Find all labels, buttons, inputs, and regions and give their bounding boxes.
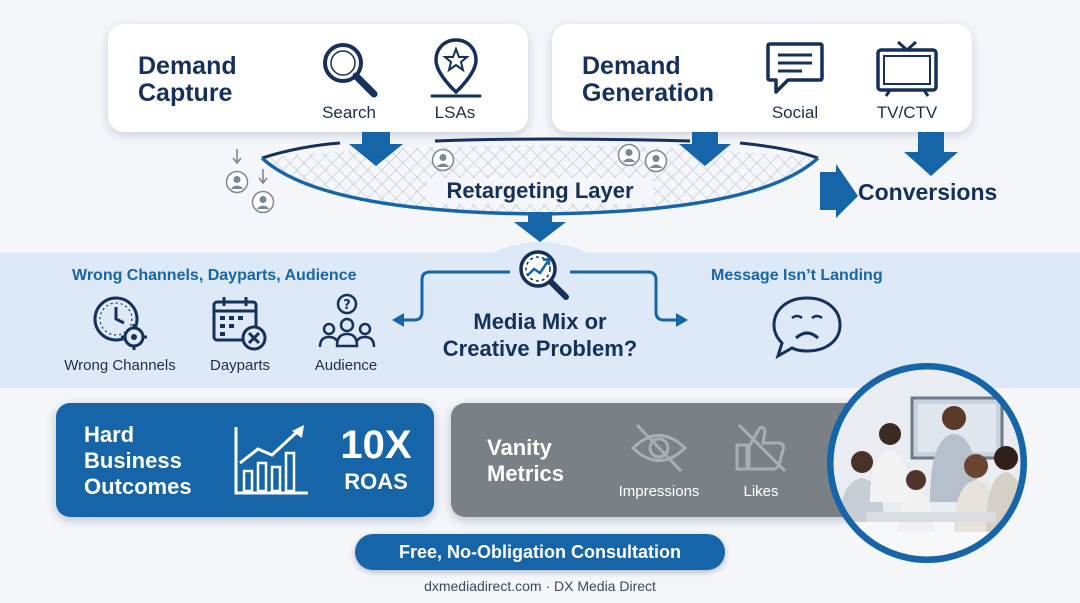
social-label: Social [771,103,819,122]
wrong-channels-heading: Wrong Channels, Dayparts, Audience [72,267,357,284]
user-icon [644,149,668,173]
conversions-label: Conversions [858,179,998,205]
magnifier-chart-icon [519,250,569,300]
demand-capture-title: Demand Capture [138,52,237,107]
tv-icon [876,40,938,97]
user-icon [225,170,249,194]
eye-slash-icon [630,423,688,473]
consultation-button[interactable]: Free, No-Obligation Consultation [355,534,725,570]
vanity-metrics-title: Vanity Metrics [487,435,565,486]
audience-label: Audience [314,357,378,374]
clock-gear-icon [93,296,147,350]
dayparts-label: Dayparts [209,357,271,374]
vanity-metrics-panel: Vanity Metrics Impressions Likes [451,403,891,517]
team-photo [827,363,1027,563]
demand-generation-title: Demand Generation [582,52,714,107]
wrong-channels-label: Wrong Channels [64,357,176,374]
speech-bubble-icon [766,42,824,94]
branch-arrows [392,270,688,327]
message-heading: Message Isn’t Landing [711,267,883,284]
search-icon [323,43,378,98]
thumbs-down-icon [735,423,787,473]
retargeting-layer-label: Retargeting Layer [426,178,654,204]
hard-outcomes-title: Hard Business Outcomes [84,422,192,499]
lsas-label: LSAs [434,103,476,122]
search-label: Search [322,103,376,122]
footer-text: dxmediadirect.com · DX Media Direct [424,578,656,594]
hard-outcomes-panel: Hard Business Outcomes 10X ROAS [56,403,434,517]
roas-value: 10X [340,423,412,467]
group-question-icon: ? [318,293,376,348]
demand-generation-card: Demand Generation Social TV/CTV [552,24,972,132]
user-icon [617,143,641,167]
svg-text:?: ? [343,298,351,313]
impressions-label: Impressions [618,483,700,500]
down-arrow [349,132,958,242]
growth-chart-icon [234,425,308,495]
map-pin-star-icon [430,38,482,98]
media-mix-question: Media Mix or Creative Problem? [442,309,638,361]
roas-label: ROAS [344,469,408,494]
sad-bubble-icon [772,296,842,360]
tv-ctv-label: TV/CTV [876,103,938,122]
likes-label: Likes [743,483,779,500]
demand-capture-card: Demand Capture Search LSAs [108,24,528,132]
user-icon [431,148,455,172]
retargeting-funnel [232,132,958,242]
user-icon [251,190,275,214]
calendar-x-icon [212,297,267,351]
